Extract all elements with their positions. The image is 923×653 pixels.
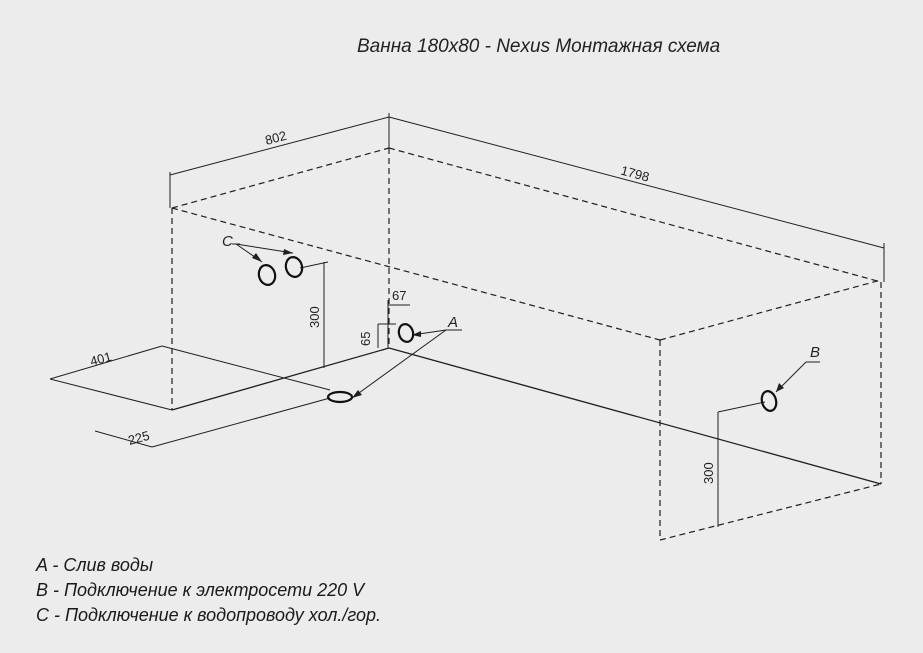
dim-drain-offset-label: 67 bbox=[392, 288, 406, 303]
dimension-socket-300-lines bbox=[717, 401, 766, 527]
marker-c: C bbox=[222, 233, 233, 250]
arrow-a2 bbox=[352, 390, 362, 398]
dimension-drain-lines bbox=[377, 300, 410, 348]
arrow-a1 bbox=[412, 331, 421, 337]
arrow-b bbox=[776, 383, 784, 392]
dim-drain-height-label: 65 bbox=[358, 332, 373, 346]
dimension-802-lines bbox=[169, 113, 390, 208]
socket-icon bbox=[760, 390, 778, 412]
dim-drain-floor-label: 225 bbox=[126, 428, 151, 448]
floor-lines bbox=[171, 347, 882, 485]
hot-inlet-icon bbox=[284, 256, 304, 278]
marker-a: A bbox=[447, 314, 458, 331]
arrow-c1 bbox=[252, 253, 262, 262]
dimension-1798-lines bbox=[388, 116, 885, 282]
cold-inlet-icon bbox=[257, 264, 277, 286]
legend-item-a: A - Слив воды bbox=[36, 555, 154, 575]
diagram-title: Ванна 180x80 - Nexus Монтажная схема bbox=[357, 36, 721, 57]
overflow-icon bbox=[397, 323, 415, 343]
dim-floor-offset-label: 401 bbox=[88, 349, 113, 369]
drain-icon bbox=[326, 390, 354, 404]
dim-width-label: 802 bbox=[263, 128, 288, 148]
legend-item-c: C - Подключение к водопроводу хол./гор. bbox=[36, 605, 382, 625]
legend-item-b: B - Подключение к электросети 220 V bbox=[36, 580, 365, 600]
dim-socket-height-label: 300 bbox=[701, 462, 716, 484]
dim-inlet-height-label: 300 bbox=[307, 306, 322, 328]
arrow-c2 bbox=[283, 249, 293, 255]
dimension-401-lines bbox=[49, 345, 331, 411]
bathtub-outline bbox=[171, 147, 882, 541]
dimension-225-lines bbox=[94, 397, 331, 448]
marker-b: B bbox=[810, 344, 820, 361]
dim-length-label: 1798 bbox=[619, 163, 651, 185]
dimension-inlet-300-lines bbox=[299, 261, 329, 368]
